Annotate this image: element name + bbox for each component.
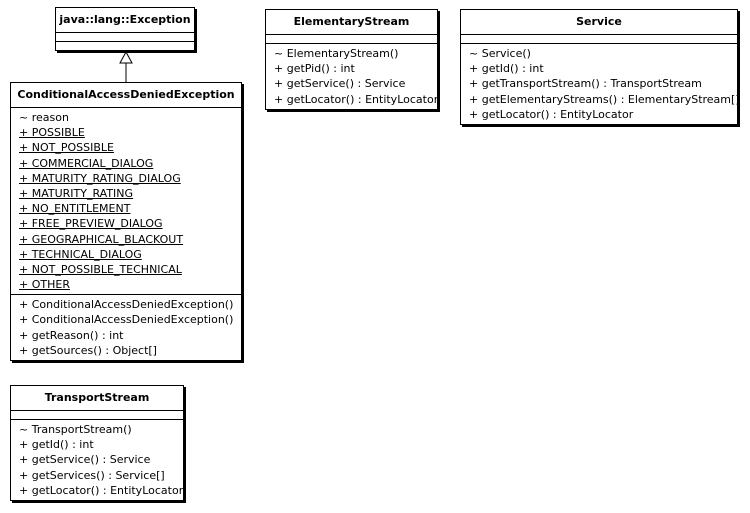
class-name: ConditionalAccessDeniedException <box>17 88 235 101</box>
attribute-free-preview-dialog: + FREE_PREVIEW_DIALOG <box>19 217 163 231</box>
operation-get-sources: + getSources() : Object[] <box>19 343 157 357</box>
attributes-compartment: ~ reason + POSSIBLE + NOT_POSSIBLE + COM… <box>11 107 241 294</box>
attribute-geographical-blackout: + GEOGRAPHICAL_BLACKOUT <box>19 232 184 246</box>
operation-get-service: + getService() : Service <box>19 453 151 467</box>
operation-constructor: + ConditionalAccessDeniedException() <box>19 298 234 312</box>
operation-get-pid: + getPid() : int <box>274 62 355 76</box>
class-name: Service <box>576 15 622 28</box>
operations-compartment <box>56 41 194 50</box>
attribute-commercial-dialog: + COMMERCIAL_DIALOG <box>19 156 154 170</box>
operation-get-locator: + getLocator() : EntityLocator <box>19 483 184 497</box>
operation-get-id: + getId() : int <box>19 438 94 452</box>
attributes-compartment <box>266 34 437 43</box>
attribute-not-possible-technical: + NOT_POSSIBLE_TECHNICAL <box>19 262 182 276</box>
class-name: TransportStream <box>44 391 150 404</box>
operation-constructor: ~ Service() <box>469 47 531 60</box>
operations-compartment: ~ Service() + getId() : int + getTranspo… <box>461 43 740 124</box>
operation-get-transport-stream: + getTransportStream() : TransportStream <box>469 77 702 91</box>
attribute-reason: ~ reason <box>19 111 69 124</box>
attribute-technical-dialog: + TECHNICAL_DIALOG <box>19 247 142 261</box>
operation-get-services: + getServices() : Service[] <box>19 468 165 482</box>
attribute-no-entitlement: + NO_ENTITLEMENT <box>19 202 131 216</box>
operation-constructor: ~ TransportStream() <box>19 423 132 436</box>
attributes-compartment <box>11 410 183 419</box>
generalization-arrowhead <box>119 50 133 64</box>
operation-constructor: + ConditionalAccessDeniedException() <box>19 313 234 327</box>
attribute-other: + OTHER <box>19 278 70 292</box>
attribute-maturity-rating-dialog: + MATURITY_RATING_DIALOG <box>19 171 181 185</box>
class-name: ElementaryStream <box>293 15 410 28</box>
operations-compartment: ~ TransportStream() + getId() : int + ge… <box>11 419 183 500</box>
operations-compartment: ~ ElementaryStream() + getPid() : int + … <box>266 43 439 109</box>
class-java-lang-exception[interactable]: java::lang::Exception <box>55 7 195 51</box>
operation-get-reason: + getReason() : int <box>19 328 124 342</box>
class-transport-stream[interactable]: TransportStream ~ TransportStream() + ge… <box>10 385 184 501</box>
operation-get-service: + getService() : Service <box>274 77 406 91</box>
operations-compartment: + ConditionalAccessDeniedException() + C… <box>11 294 241 360</box>
operation-get-elementary-streams: + getElementaryStreams() : ElementaryStr… <box>469 92 740 106</box>
attributes-compartment <box>461 34 737 43</box>
operation-get-id: + getId() : int <box>469 62 544 76</box>
class-conditional-access-denied-exception[interactable]: ConditionalAccessDeniedException ~ reaso… <box>10 82 242 361</box>
operation-get-locator: + getLocator() : EntityLocator <box>274 92 439 106</box>
attribute-possible: + POSSIBLE <box>19 126 85 140</box>
operation-constructor: ~ ElementaryStream() <box>274 47 399 60</box>
class-elementary-stream[interactable]: ElementaryStream ~ ElementaryStream() + … <box>265 9 438 110</box>
attribute-maturity-rating: + MATURITY_RATING <box>19 186 134 200</box>
class-name: java::lang::Exception <box>59 13 191 26</box>
class-service[interactable]: Service ~ Service() + getId() : int + ge… <box>460 9 740 125</box>
operation-get-locator: + getLocator() : EntityLocator <box>469 107 634 121</box>
attributes-compartment <box>56 32 194 41</box>
attribute-not-possible: + NOT_POSSIBLE <box>19 141 114 155</box>
